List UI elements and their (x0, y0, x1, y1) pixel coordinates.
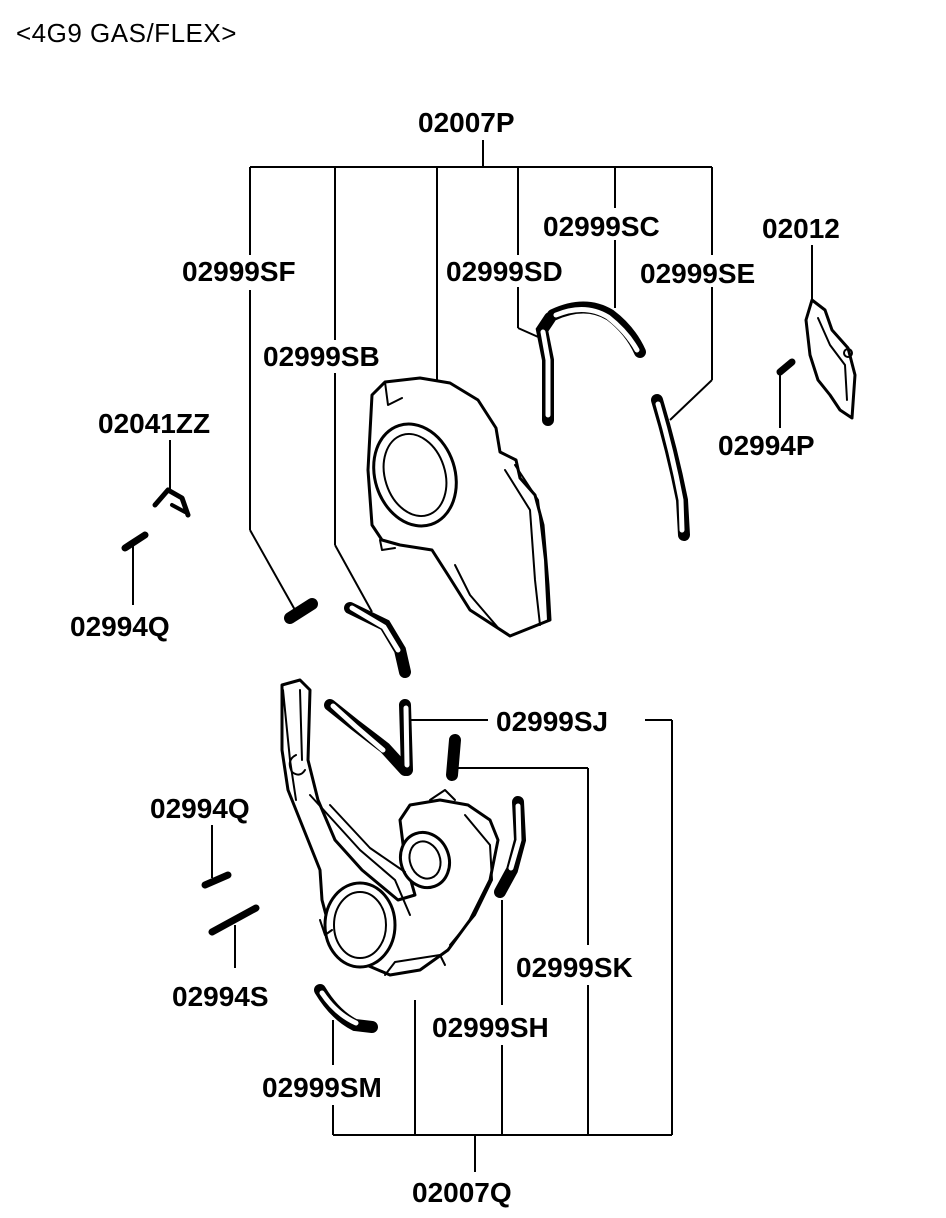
label-02994Q-top: 02994Q (70, 611, 170, 642)
gasket-02999SD (535, 312, 556, 426)
label-02999SK: 02999SK (516, 952, 633, 983)
label-02999SH: 02999SH (432, 1012, 549, 1043)
leader-lines-02007Q (211, 719, 673, 1172)
bolt-02994Q-mid (201, 871, 232, 889)
gasket-02999SB (344, 602, 411, 678)
gasket-02999SH (494, 796, 527, 898)
label-02007Q: 02007Q (412, 1177, 512, 1208)
gasket-02999SF (284, 598, 318, 624)
upper-timing-cover (366, 376, 552, 638)
bracket-02012 (804, 298, 857, 420)
label-02999SM: 02999SM (262, 1072, 382, 1103)
gasket-02999SE (651, 394, 690, 541)
label-02994Q-mid: 02994Q (150, 793, 250, 824)
label-02041ZZ: 02041ZZ (98, 408, 210, 439)
gasket-02999SM (314, 984, 378, 1033)
label-02999SJ: 02999SJ (496, 706, 608, 737)
label-02999SE: 02999SE (640, 258, 755, 289)
clip-02041ZZ (152, 487, 191, 518)
gasket-02999SK (446, 734, 461, 781)
label-02012: 02012 (762, 213, 840, 244)
label-02999SD: 02999SD (446, 256, 563, 287)
lower-timing-cover (280, 678, 500, 977)
bolt-02994Q-top (121, 531, 149, 552)
label-02999SB: 02999SB (263, 341, 380, 372)
bolt-02994P (776, 358, 796, 376)
label-02999SF: 02999SF (182, 256, 296, 287)
label-02999SC: 02999SC (543, 211, 660, 242)
gasket-02999SC (547, 301, 646, 358)
label-02994S: 02994S (172, 981, 269, 1012)
gasket-02999SJ (324, 699, 413, 776)
bolt-02994S (208, 904, 260, 936)
part-labels: 02007P 02999SC 02012 02999SF 02999SD 029… (70, 107, 840, 1208)
leader-lines-02007P (132, 140, 813, 613)
label-02994P: 02994P (718, 430, 815, 461)
label-02007P: 02007P (418, 107, 515, 138)
diagram-header: <4G9 GAS/FLEX> (16, 18, 237, 48)
